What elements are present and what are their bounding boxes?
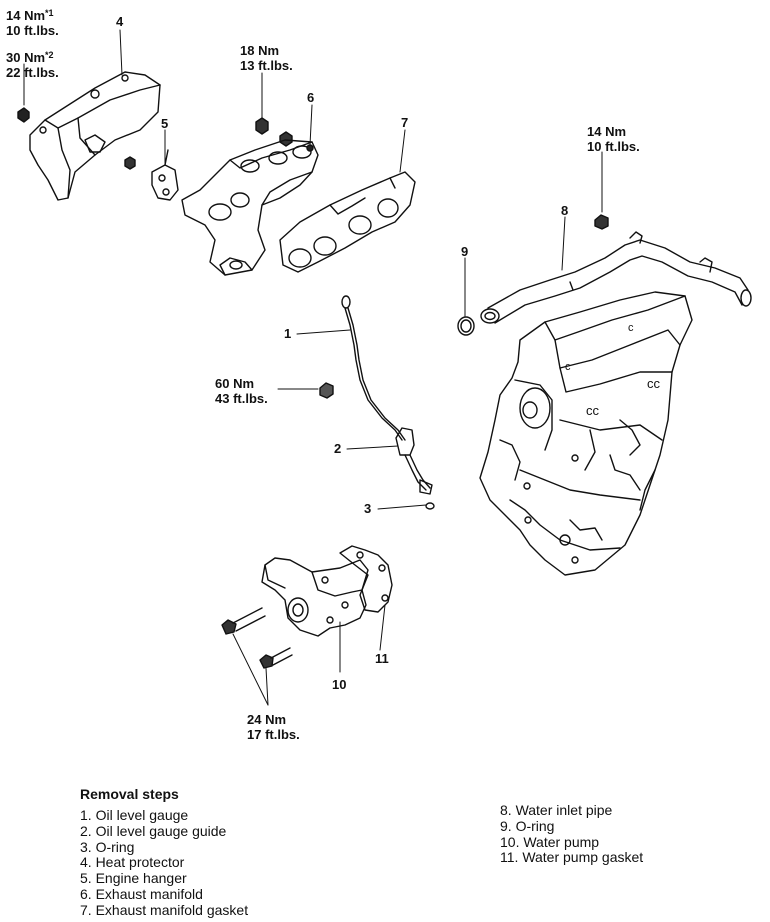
- oil-gauge-o-ring: [426, 503, 434, 509]
- torque-value: 18 Nm: [240, 43, 280, 58]
- removal-step: 10. Water pump: [500, 833, 600, 850]
- removal-step: 8. Water inlet pipe: [500, 802, 613, 818]
- engine-block: c cc cc c: [480, 292, 692, 575]
- water-pump-bolt-short-icon: [260, 648, 292, 668]
- removal-steps-list-left: 1. Oil level gauge 2. Oil level gauge gu…: [80, 807, 249, 919]
- leader-lines: [24, 30, 602, 705]
- removal-step: 1. Oil level gauge: [80, 807, 189, 823]
- heat-protector-bolt-icon: [18, 108, 29, 122]
- removal-step: 4. Heat protector: [80, 854, 185, 871]
- torque-value-imperial: 10 ft.lbs.: [6, 23, 59, 38]
- nut-icon: [125, 157, 135, 169]
- callout-11: 11: [375, 651, 389, 666]
- removal-steps-title: Removal steps: [80, 786, 179, 802]
- torque-value-imperial: 17 ft.lbs.: [247, 727, 300, 742]
- water-pump-gasket: [340, 546, 392, 612]
- callout-9: 9: [461, 244, 469, 259]
- water-pump-bolt-torque-label: 24 Nm 17 ft.lbs.: [247, 712, 300, 742]
- removal-step: 7. Exhaust manifold gasket: [80, 901, 249, 918]
- footnote-mark-alt: *2: [45, 50, 54, 60]
- torque-value: 60 Nm: [215, 376, 255, 391]
- footnote-mark: *1: [45, 8, 54, 18]
- callout-4: 4: [116, 14, 124, 29]
- torque-value-imperial: 13 ft.lbs.: [240, 58, 293, 73]
- svg-text:c: c: [628, 322, 634, 334]
- torque-value-alt: 30 Nm: [6, 50, 46, 65]
- torque-value: 24 Nm: [247, 712, 287, 727]
- manifold-nut-torque-label: 18 Nm 13 ft.lbs.: [240, 43, 293, 73]
- water-pipe-o-ring: [458, 317, 474, 335]
- svg-text:cc: cc: [647, 376, 661, 391]
- guide-bolt-torque-label: 60 Nm 43 ft.lbs.: [215, 376, 268, 406]
- removal-step: 2. Oil level gauge guide: [80, 822, 227, 839]
- exhaust-manifold-gasket: [280, 172, 415, 272]
- removal-step: 11. Water pump gasket: [500, 849, 644, 866]
- water-pump: [262, 558, 368, 636]
- callout-6: 6: [307, 90, 315, 105]
- removal-step: 3. O-ring: [80, 838, 135, 855]
- svg-text:c: c: [565, 361, 571, 373]
- callout-10: 10: [332, 677, 347, 692]
- torque-value: 14 Nm: [6, 8, 46, 23]
- torque-value-alt-imperial: 22 ft.lbs.: [6, 65, 59, 80]
- engine-parts-diagram: c cc cc c: [0, 0, 770, 780]
- callout-7: 7: [401, 115, 409, 130]
- removal-step: 9. O-ring: [500, 817, 555, 834]
- removal-steps-list-right: 8. Water inlet pipe 9. O-ring 10. Water …: [500, 802, 644, 866]
- exhaust-manifold: [182, 140, 318, 275]
- manifold-nut-icon-2: [280, 132, 292, 146]
- callout-2: 2: [334, 441, 342, 456]
- pipe-bolt-torque-label: 14 Nm 10 ft.lbs.: [587, 124, 640, 154]
- oil-level-gauge: [342, 296, 405, 440]
- callout-1: 1: [284, 326, 292, 341]
- heat-protector-torque-label: 14 Nm*1 10 ft.lbs. 30 Nm*2 22 ft.lbs.: [6, 8, 59, 80]
- heat-protector: [30, 72, 160, 200]
- torque-value-imperial: 43 ft.lbs.: [215, 391, 268, 406]
- removal-step: 6. Exhaust manifold: [80, 885, 203, 902]
- water-inlet-pipe: [481, 232, 751, 323]
- water-pump-bolt-long-icon: [222, 608, 265, 634]
- removal-step: 5. Engine hanger: [80, 870, 187, 887]
- manifold-nut-icon: [256, 118, 268, 134]
- pipe-bolt-icon: [595, 215, 608, 229]
- callout-5: 5: [161, 116, 169, 131]
- oil-level-gauge-guide: [396, 428, 432, 494]
- callout-3: 3: [364, 501, 372, 516]
- torque-value-imperial: 10 ft.lbs.: [587, 139, 640, 154]
- callout-8: 8: [561, 203, 569, 218]
- torque-value: 14 Nm: [587, 124, 627, 139]
- svg-text:cc: cc: [586, 403, 600, 418]
- guide-bolt-icon: [320, 383, 333, 398]
